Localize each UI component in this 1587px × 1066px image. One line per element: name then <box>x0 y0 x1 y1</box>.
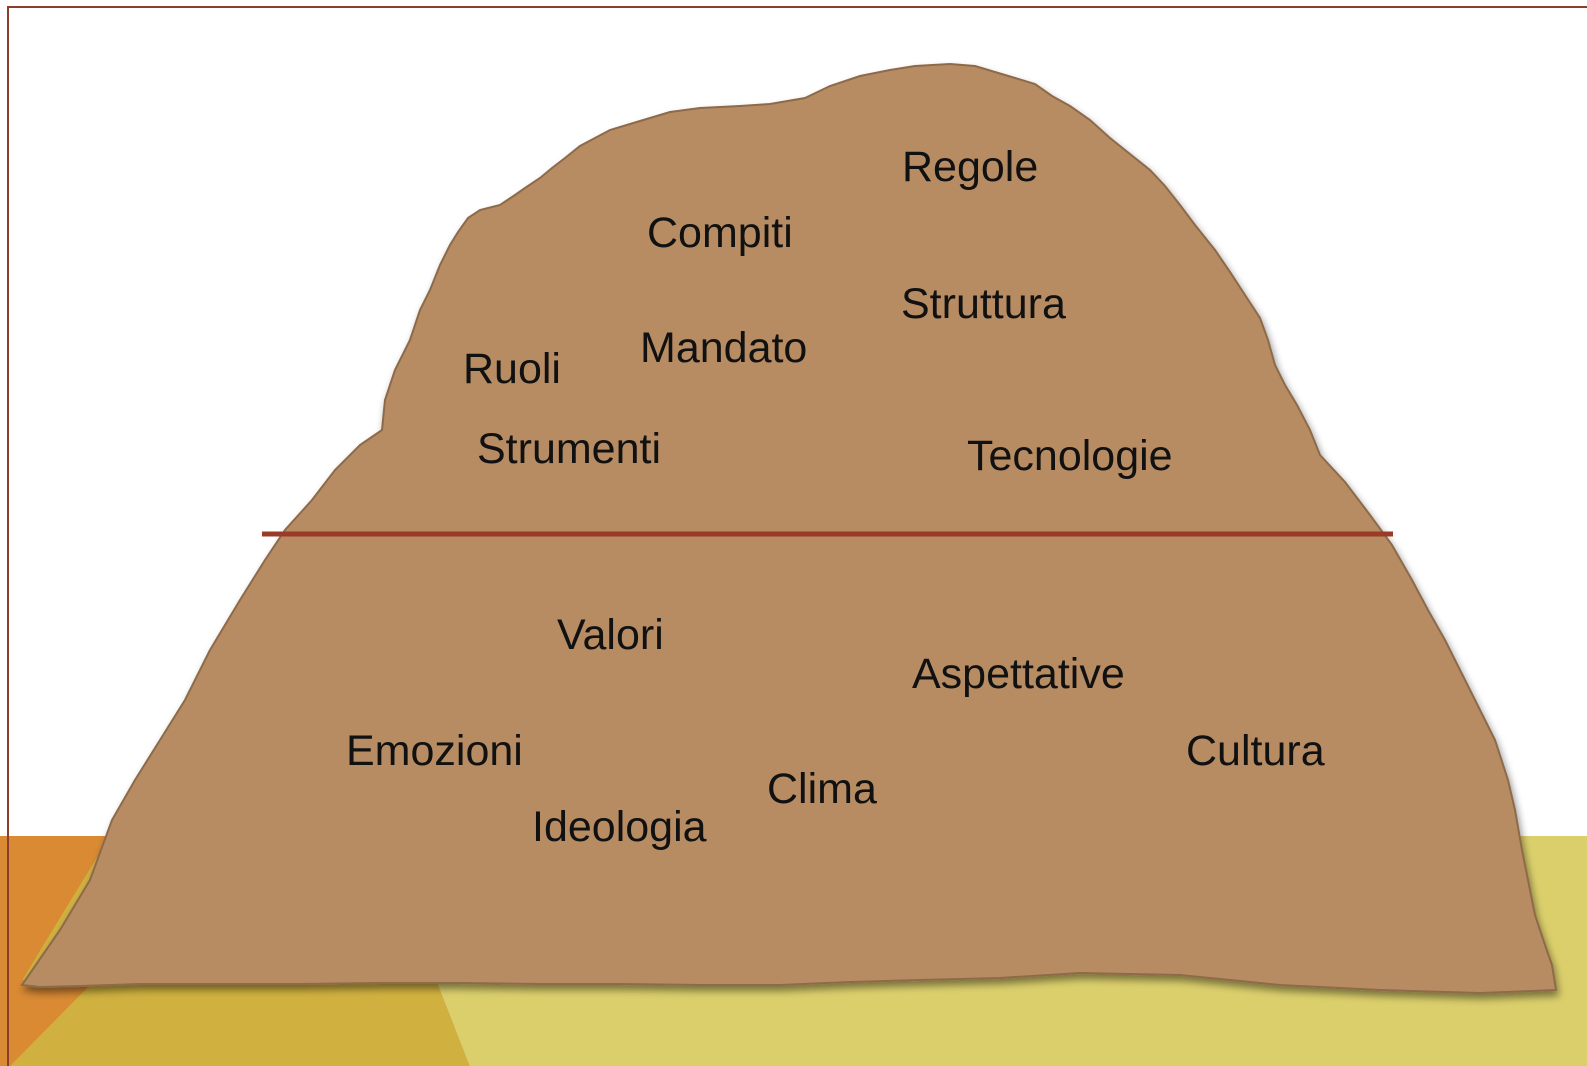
label-ideologia: Ideologia <box>532 806 707 849</box>
label-struttura: Struttura <box>901 283 1066 326</box>
label-ruoli: Ruoli <box>463 348 561 391</box>
label-compiti: Compiti <box>647 212 793 255</box>
label-aspettative: Aspettative <box>912 653 1125 696</box>
iceberg-shape <box>22 64 1556 993</box>
label-strumenti: Strumenti <box>477 428 661 471</box>
label-clima: Clima <box>767 768 877 811</box>
label-regole: Regole <box>902 146 1038 189</box>
label-tecnologie: Tecnologie <box>967 435 1173 478</box>
label-mandato: Mandato <box>640 327 807 370</box>
label-valori: Valori <box>557 614 664 657</box>
label-emozioni: Emozioni <box>346 730 523 773</box>
label-cultura: Cultura <box>1186 730 1325 773</box>
